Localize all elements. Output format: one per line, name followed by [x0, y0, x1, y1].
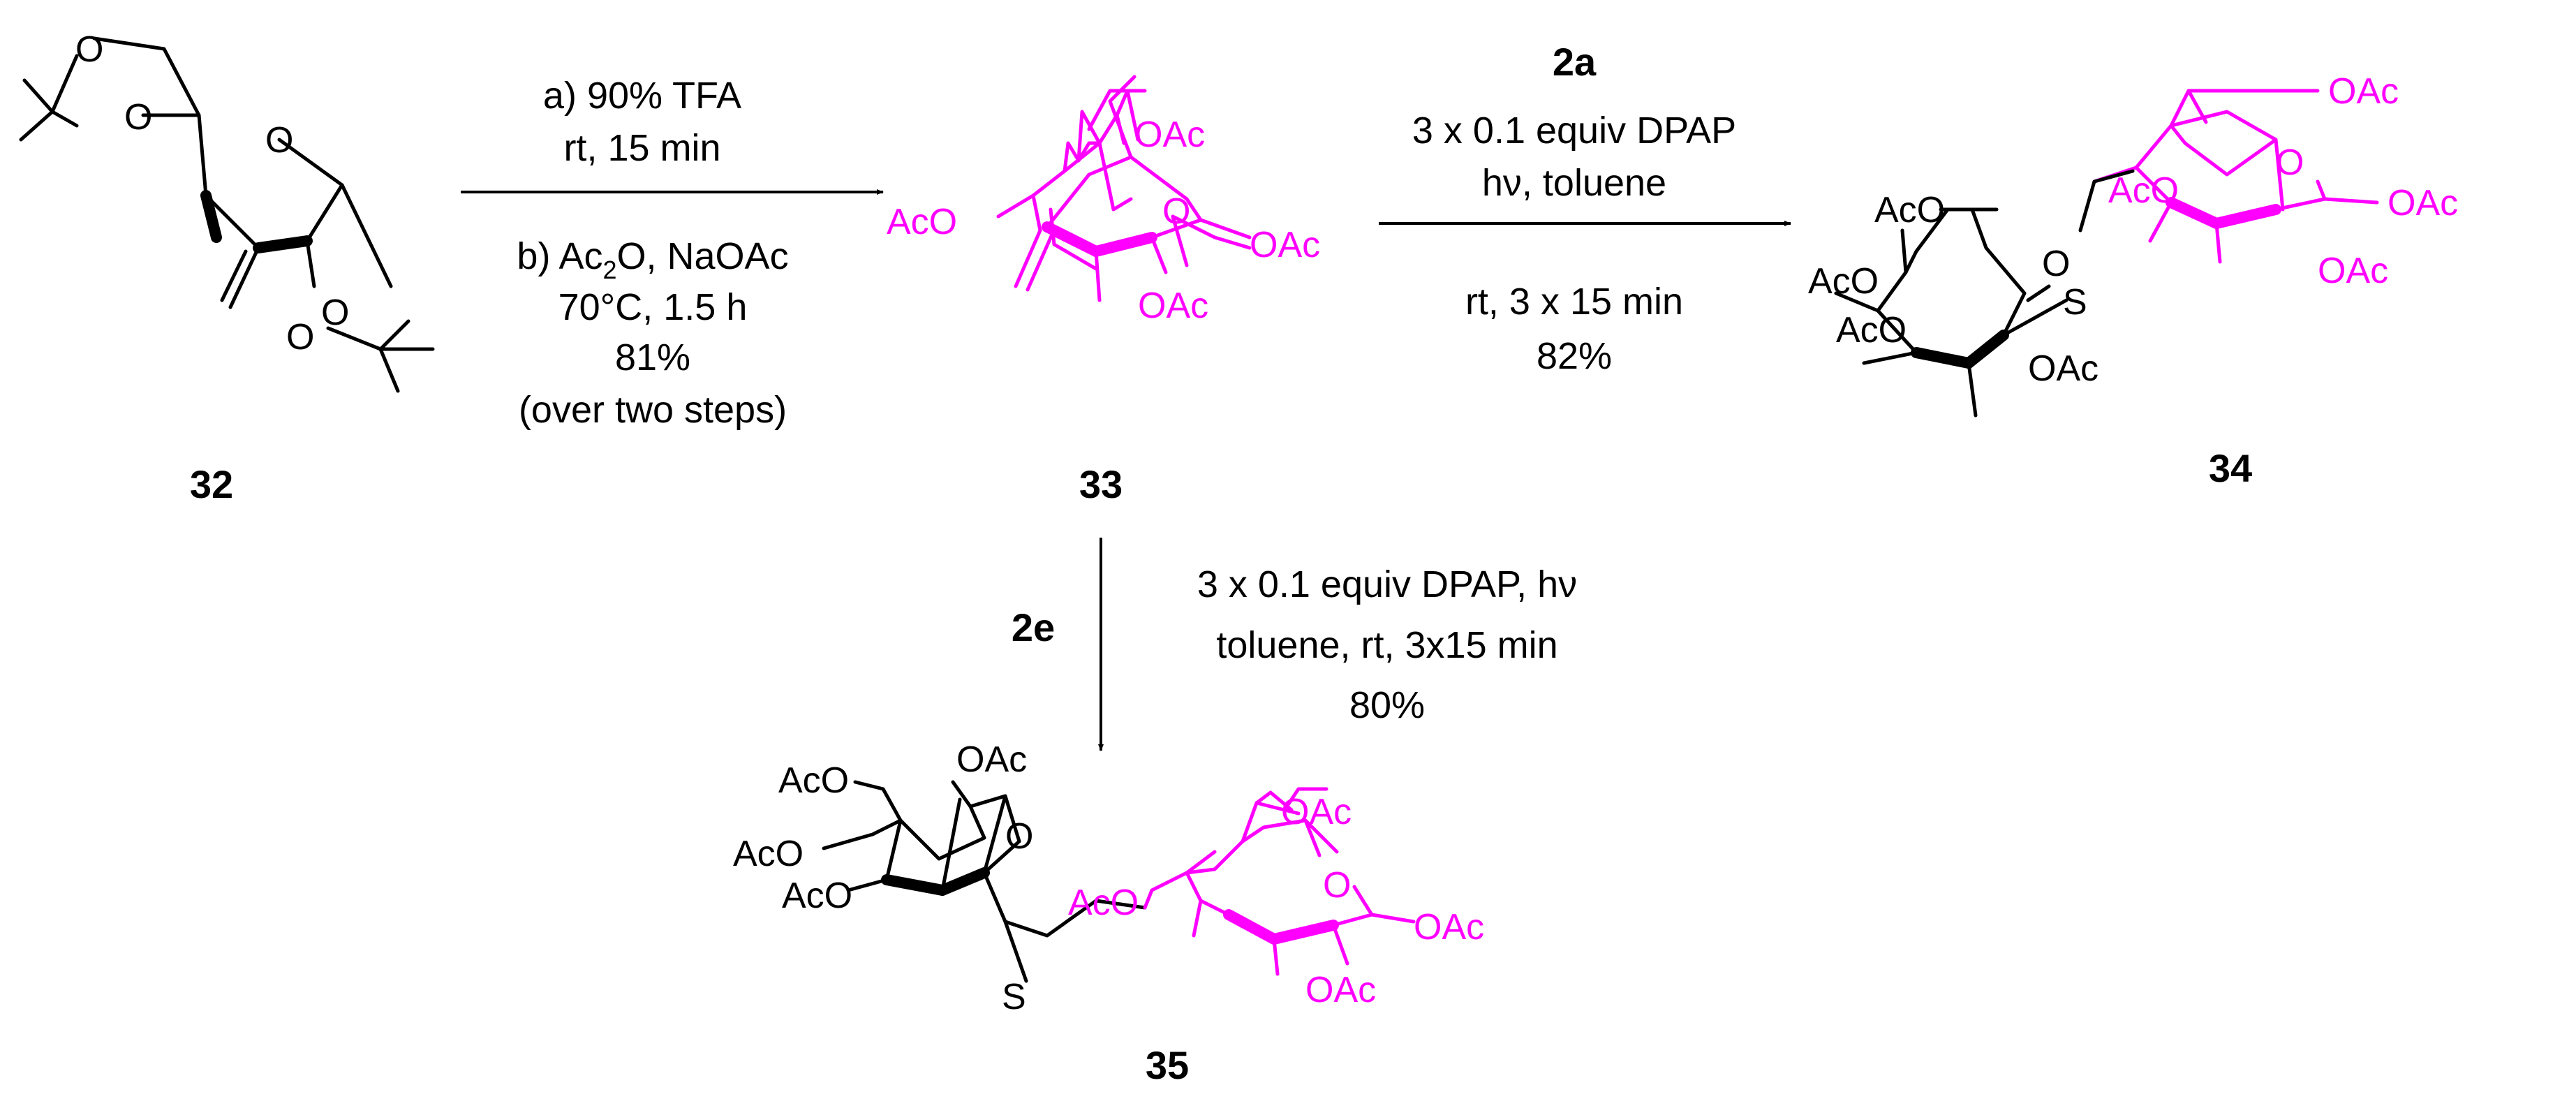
compound-33-number: 33 — [1079, 462, 1123, 506]
step-1-line-b-prefix: b) Ac — [517, 235, 602, 277]
compound-35-atom-oac-bottom: OAc — [1305, 970, 1376, 1010]
step-1-line-a: a) 90% TFA — [543, 75, 741, 117]
step-1-line-a2: rt, 15 min — [563, 127, 720, 169]
step-1-line-b-suffix: O, NaOAc — [617, 235, 789, 277]
compound-35-atom-aco-3: AcO — [782, 876, 852, 916]
compound-34-bonds — [1834, 89, 2379, 418]
compound-32-atom-o4: O — [321, 293, 349, 333]
compound-35-atom-oac-top: OAc — [1281, 792, 1352, 832]
compound-33-atom-oac-top: OAc — [1134, 115, 1205, 155]
step-2-line-1: 3 x 0.1 equiv DPAP — [1412, 110, 1736, 152]
step-2-yield: 82% — [1537, 335, 1612, 377]
compound-35-atom-o-ring: O — [1005, 816, 1033, 857]
step-3-yield: 80% — [1349, 684, 1425, 726]
compound-34-atom-o-ring: O — [2276, 142, 2304, 183]
compound-34-atom-aco-2: AcO — [1808, 261, 1879, 302]
step-2-line-3: rt, 3 x 15 min — [1465, 281, 1683, 323]
step-3-line-2: toluene, rt, 3x15 min — [1216, 624, 1557, 666]
compound-34-atom-aco-3: AcO — [1836, 310, 1907, 351]
compound-33-atom-oac-bottom: OAc — [1138, 286, 1208, 326]
step-3-line-1: 3 x 0.1 equiv DPAP, hν — [1197, 563, 1577, 605]
compound-33-atom-o-ring: O — [1162, 191, 1190, 232]
compound-35-bonds — [822, 780, 1416, 983]
compound-33-atom-aco-left: AcO — [887, 202, 957, 242]
step-3-conditions: 2e 3 x 0.1 equiv DPAP, hν toluene, rt, 3… — [1012, 563, 1577, 726]
compound-32: O O O O O 32 — [19, 29, 435, 506]
step-1-temp: 70°C, 1.5 h — [558, 286, 748, 328]
compound-32-atom-o3: O — [265, 120, 293, 161]
step-3-reagent: 2e — [1012, 605, 1055, 649]
step-1-line-b-sub: 2 — [602, 256, 616, 284]
compound-33-atom-oac-right: OAc — [1250, 225, 1320, 265]
compound-34-atom-o-ring: O — [2042, 244, 2070, 284]
compound-32-bonds — [19, 36, 435, 393]
compound-35: AcO OAc AcO AcO O S OAc AcO O OAc OAc 35 — [733, 739, 1484, 1087]
compound-32-atom-o2: O — [124, 97, 152, 138]
step-2-conditions: 2a 3 x 0.1 equiv DPAP hν, toluene rt, 3 … — [1412, 40, 1736, 377]
compound-33-bonds — [996, 75, 1252, 302]
compound-34: OAc AcO O OAc OAc AcO AcO AcO O S OAc 34 — [1808, 71, 2458, 490]
step-2-reagent: 2a — [1553, 40, 1597, 84]
step-1-note: (over two steps) — [519, 389, 787, 431]
step-2-line-2: hν, toluene — [1482, 162, 1666, 204]
compound-34-atom-oac-right: OAc — [2388, 183, 2458, 223]
compound-32-atom-o5: O — [286, 317, 314, 357]
compound-35-atom-aco-1: AcO — [778, 760, 849, 801]
step-1-line-b: b) Ac2O, NaOAc — [517, 235, 788, 284]
compound-32-atom-o1: O — [75, 29, 103, 70]
compound-34-atom-oac-bottom: OAc — [2318, 251, 2388, 291]
compound-34-atom-aco: AcO — [2108, 170, 2179, 211]
compound-32-number: 32 — [190, 462, 233, 506]
compound-34-atom-oac-bottom: OAc — [2028, 348, 2098, 389]
compound-35-atom-oac-top: OAc — [956, 739, 1027, 780]
compound-34-atom-s: S — [2063, 282, 2087, 323]
compound-35-atom-s: S — [1002, 977, 1026, 1017]
step-1-conditions: a) 90% TFA rt, 15 min b) Ac2O, NaOAc 70°… — [517, 75, 788, 431]
step-1-yield: 81% — [615, 337, 690, 378]
compound-33: OAc AcO O OAc OAc 33 — [887, 75, 1320, 506]
compound-35-atom-oac-right: OAc — [1414, 907, 1484, 947]
compound-35-atom-aco-2: AcO — [733, 834, 804, 874]
compound-34-number: 34 — [2209, 446, 2252, 490]
compound-35-atom-aco: AcO — [1068, 883, 1139, 923]
compound-34-atom-aco-1: AcO — [1874, 190, 1945, 230]
compound-35-number: 35 — [1146, 1043, 1189, 1087]
compound-35-atom-o-ring: O — [1323, 865, 1351, 906]
compound-34-atom-oac-top: OAc — [2328, 71, 2399, 112]
